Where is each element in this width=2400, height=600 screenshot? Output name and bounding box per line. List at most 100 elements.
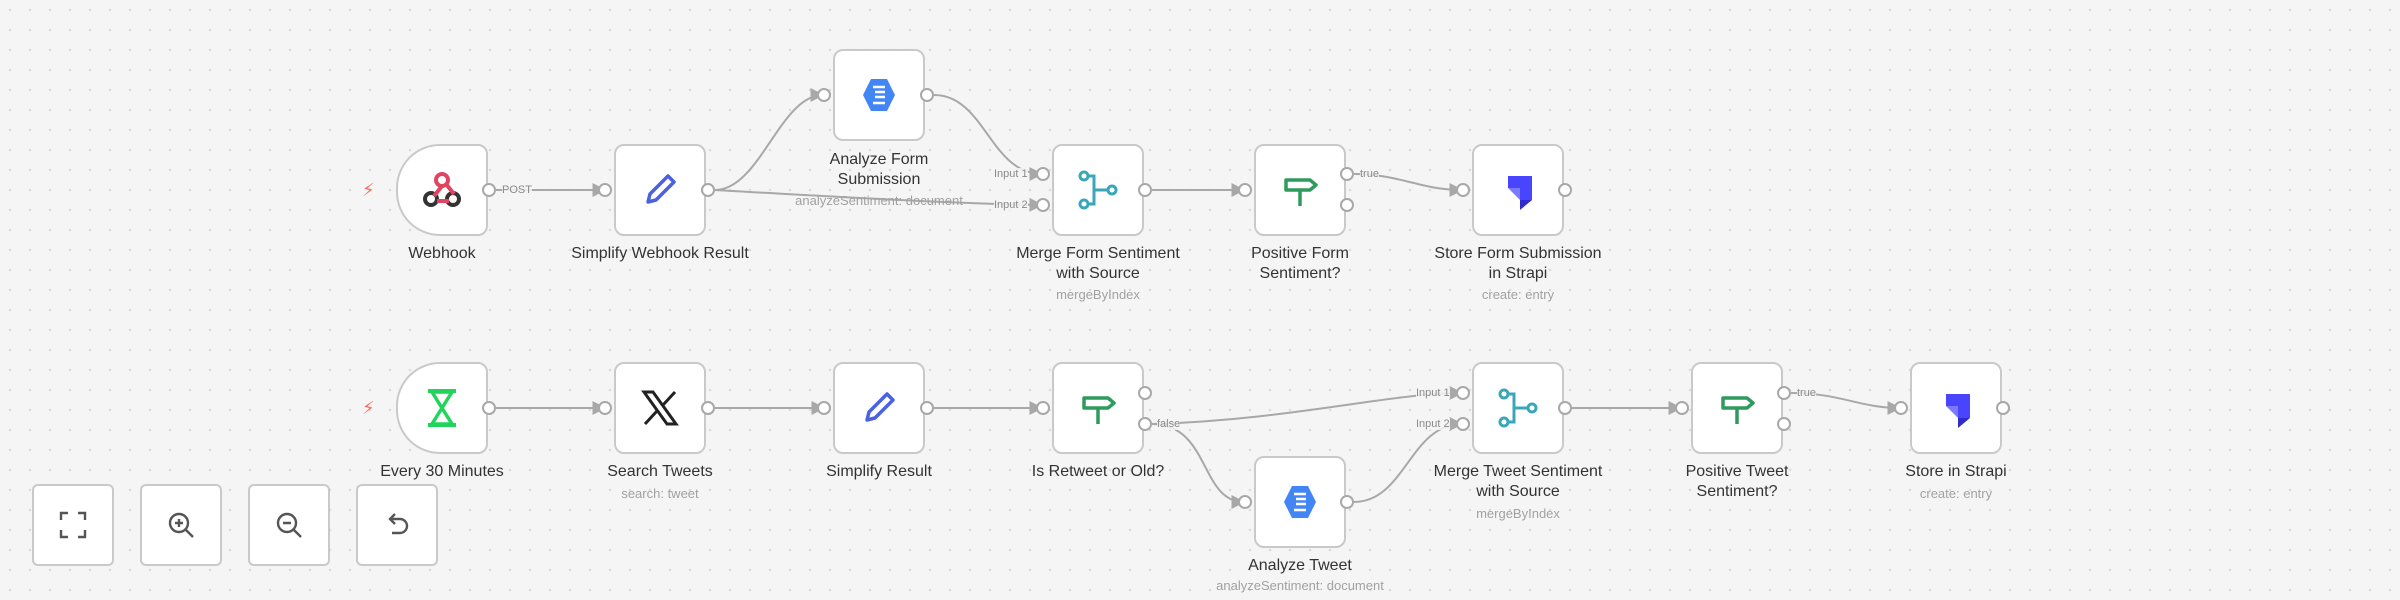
edge-label-true: true (1797, 387, 1816, 399)
node-webhook[interactable] (396, 144, 488, 236)
node-every-30-minutes[interactable] (396, 362, 488, 454)
output-handle-true[interactable] (1777, 386, 1791, 400)
edge-label-true: true (1360, 168, 1379, 180)
node-label: Search Tweets (607, 463, 713, 480)
if-signpost-icon (1284, 178, 1318, 206)
node-label: Submission (837, 171, 921, 188)
edge-label-post: POST (502, 184, 532, 196)
node-store-in-strapi[interactable] (1910, 362, 2002, 454)
node-label: Is Retweet or Old? (1031, 463, 1165, 480)
strapi-icon (1946, 394, 1970, 428)
natural-language-icon (863, 79, 895, 111)
node-subtitle: mergeByIndex (1476, 506, 1560, 521)
input-handle[interactable] (817, 401, 831, 415)
output-handle[interactable] (920, 401, 934, 415)
input-handle[interactable] (1894, 401, 1908, 415)
zoom-out-button[interactable] (248, 484, 330, 566)
node-analyze-tweet[interactable] (1254, 456, 1346, 548)
input-handle[interactable] (598, 183, 612, 197)
node-label: in Strapi (1488, 265, 1548, 282)
fullscreen-icon (59, 511, 87, 539)
node-label: Webhook (408, 245, 476, 262)
input-handle[interactable] (1456, 417, 1470, 431)
merge-icon (1498, 388, 1538, 428)
node-search-tweets[interactable] (614, 362, 706, 454)
node-merge-tweet-sentiment[interactable] (1472, 362, 1564, 454)
node-subtitle: mergeByIndex (1056, 287, 1140, 302)
output-handle[interactable] (1138, 183, 1152, 197)
node-merge-form-sentiment[interactable] (1052, 144, 1144, 236)
node-analyze-form-submission[interactable] (833, 49, 925, 141)
node-is-retweet-or-old[interactable] (1052, 362, 1144, 454)
undo-icon (388, 513, 409, 535)
output-handle[interactable] (701, 401, 715, 415)
merge-icon (1078, 170, 1118, 210)
fit-view-button[interactable] (32, 484, 114, 566)
node-label: Simplify Webhook Result (571, 245, 749, 262)
input-handle[interactable] (598, 401, 612, 415)
input-handle[interactable] (1238, 183, 1252, 197)
output-handle[interactable] (1340, 495, 1354, 509)
input-handle[interactable] (1456, 386, 1470, 400)
node-label: Positive Form (1251, 245, 1349, 262)
output-handle[interactable] (482, 183, 496, 197)
input-handle[interactable] (1456, 183, 1470, 197)
node-label: Positive Tweet (1685, 463, 1789, 480)
if-signpost-icon (1721, 396, 1755, 424)
input-handle[interactable] (1675, 401, 1689, 415)
output-handle-false[interactable] (1138, 417, 1152, 431)
node-positive-form-sentiment[interactable] (1254, 144, 1346, 236)
input-handle[interactable] (1036, 167, 1050, 181)
input-handle[interactable] (1238, 495, 1252, 509)
output-handle[interactable] (920, 88, 934, 102)
hourglass-icon (428, 389, 456, 427)
output-handle[interactable] (1558, 183, 1572, 197)
input-handle[interactable] (1036, 401, 1050, 415)
if-signpost-icon (1082, 396, 1116, 424)
output-handle[interactable] (701, 183, 715, 197)
output-handle-true[interactable] (1138, 386, 1152, 400)
node-subtitle: create: entry (1919, 486, 1993, 501)
node-store-form-submission[interactable] (1472, 144, 1564, 236)
x-logo-icon (641, 390, 679, 426)
zoom-in-button[interactable] (140, 484, 222, 566)
edge-label-input1: Input 1 (1416, 387, 1450, 399)
trigger-bolt-icon: ⚡ (362, 180, 375, 200)
output-handle-false[interactable] (1340, 198, 1354, 212)
pencil-icon (865, 392, 895, 422)
node-label: Analyze Tweet (1248, 557, 1352, 574)
node-label: Merge Tweet Sentiment (1433, 463, 1603, 480)
node-label: with Source (1476, 483, 1560, 500)
output-handle[interactable] (482, 401, 496, 415)
pencil-icon (646, 174, 676, 204)
node-subtitle: search: tweet (621, 486, 699, 501)
node-label: Sentiment? (1259, 265, 1341, 282)
webhook-icon (423, 172, 461, 207)
reset-zoom-button[interactable] (356, 484, 438, 566)
edge-label-input1: Input 1 (994, 168, 1028, 180)
node-label: Merge Form Sentiment (1016, 245, 1180, 262)
edge-label-input2: Input 2 (1416, 418, 1450, 430)
node-simplify-result[interactable] (833, 362, 925, 454)
zoom-out-icon (276, 512, 302, 538)
output-handle-true[interactable] (1340, 167, 1354, 181)
edge-simplify-analyze-form[interactable] (714, 88, 825, 191)
node-label: Every 30 Minutes (380, 463, 504, 480)
node-label: Store Form Submission (1434, 245, 1602, 262)
input-handle[interactable] (1036, 198, 1050, 212)
node-label: Store in Strapi (1905, 463, 2007, 480)
input-handle[interactable] (817, 88, 831, 102)
natural-language-icon (1284, 486, 1316, 518)
output-handle[interactable] (1996, 401, 2010, 415)
node-label: with Source (1056, 265, 1140, 282)
node-subtitle: analyzeSentiment: document (1216, 578, 1384, 593)
edge-label-input2: Input 2 (994, 199, 1028, 211)
zoom-in-icon (168, 512, 194, 538)
output-handle-false[interactable] (1777, 417, 1791, 431)
output-handle[interactable] (1558, 401, 1572, 415)
node-simplify-webhook-result[interactable] (614, 144, 706, 236)
node-label: Simplify Result (826, 463, 932, 480)
node-positive-tweet-sentiment[interactable] (1691, 362, 1783, 454)
node-subtitle: analyzeSentiment: document (795, 193, 963, 208)
